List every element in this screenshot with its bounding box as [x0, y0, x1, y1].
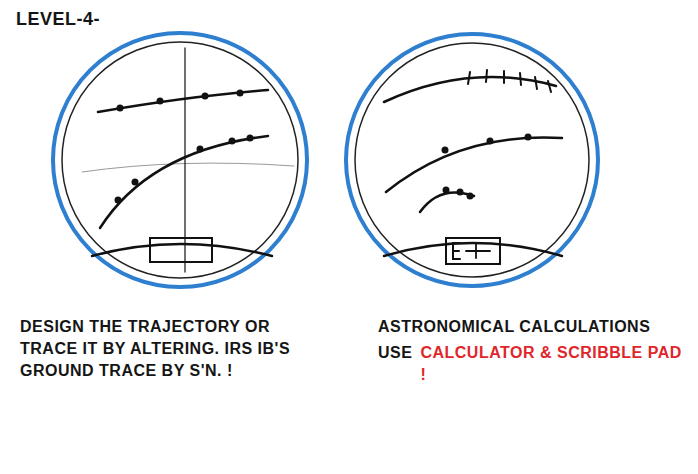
caption-heading: ASTRONOMICAL CALCULATIONS: [378, 316, 678, 338]
caption-note: USE: [378, 342, 412, 364]
caption-note: DESIGN THE TRAJECTORY OR TRACE IT BY ALT…: [20, 316, 320, 382]
highlight-note: CALCULATOR & SCRIBBLE PAD !: [420, 342, 690, 386]
sketch-title: LEVEL-4-: [16, 8, 100, 30]
